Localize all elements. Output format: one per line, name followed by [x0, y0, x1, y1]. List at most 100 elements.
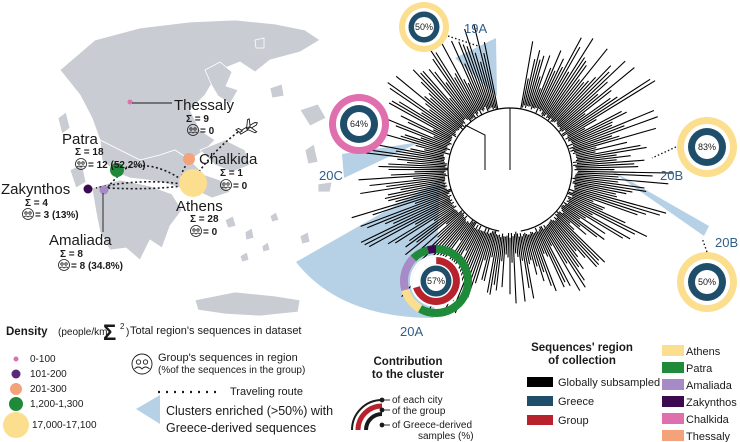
map-chalkidiki [204, 61, 239, 105]
group-icon [187, 124, 199, 136]
amaliada-marker [99, 185, 109, 195]
athens-marker [179, 169, 207, 197]
cluster-19a-label: 19A [464, 21, 487, 36]
city-legend-athens: Athens [686, 346, 721, 358]
map-cyclades-3 [261, 241, 271, 253]
city-swatch-chalkida [662, 413, 684, 424]
contribution-title-1: Contribution [374, 356, 443, 368]
city-labels: Thessaly Σ = 9 = 0 Patra Σ = 18 = 12 (52… [1, 97, 258, 272]
cluster-donuts: 50% 64% 83% 50% [329, 2, 737, 318]
seq-item-group: Group [558, 415, 589, 427]
map-lemnos [269, 83, 285, 99]
ring2-text: of the group [392, 406, 446, 417]
patra-name: Patra [62, 131, 99, 148]
sequence-legend: Sequences' region of collection Globally… [527, 342, 660, 427]
contribution-legend: Contribution to the cluster of each city… [351, 356, 474, 442]
map-lesbos [299, 103, 327, 127]
cluster-20b-lower-label: 20B [715, 235, 738, 250]
city-color-legend: Athens Patra Amaliada Zakynthos Chalkida… [662, 345, 737, 442]
map-cyclades-2 [244, 227, 255, 241]
patra-group: = 12 (52.2%) [88, 160, 146, 171]
ring1-text: of each city [392, 395, 443, 406]
map-cyclades-5 [269, 211, 280, 223]
seq-swatch-global [527, 377, 553, 387]
seq-swatch-group [527, 415, 553, 425]
amaliada-sigma: Σ = 8 [60, 249, 83, 260]
donut-20a: 57% [399, 245, 472, 318]
city-swatch-amaliada [662, 379, 684, 390]
zakynthos-name: Zakynthos [1, 181, 70, 198]
city-swatch-patra [662, 362, 684, 373]
donut-19a-pct: 50% [415, 22, 433, 32]
group-icons [22, 124, 232, 271]
amaliada-name: Amaliada [49, 232, 112, 249]
seq-swatch-greece [527, 396, 553, 406]
chalkida-group: = 0 [233, 181, 248, 192]
density-item-2: 101-200 [30, 369, 67, 380]
group-legend-line2: (%of the sequences in the group) [158, 365, 305, 376]
cluster-labels: 19A 20C 20B 20B 20A [319, 21, 738, 339]
map-euboea [199, 139, 251, 173]
chalkida-name: Chalkida [199, 151, 258, 168]
thessaly-group: = 0 [200, 126, 215, 137]
ring-greece [364, 412, 383, 431]
city-legend-amaliada: Amaliada [686, 380, 733, 392]
map-cyclades-1 [224, 215, 237, 229]
map-cyclades-4 [239, 251, 250, 263]
tree-branches [351, 23, 673, 317]
thessaly-sigma: Σ = 9 [186, 114, 209, 125]
sigma-symbol-icon: Σ [103, 320, 116, 345]
cluster-legend-line1: Clusters enriched (>50%) with [166, 404, 333, 418]
city-legend-zakynthos: Zakynthos [686, 397, 737, 409]
density-unit: (people/km [58, 327, 107, 338]
density-item-5: 17,000-17,100 [32, 420, 97, 431]
chalkida-sigma: Σ = 1 [220, 168, 243, 179]
phylogenetic-tree [351, 23, 673, 317]
density-swatch-1 [13, 356, 19, 362]
map-crete [194, 291, 301, 317]
zakynthos-group: = 3 (13%) [35, 210, 79, 221]
ring-group [355, 403, 383, 431]
zakynthos-sigma: Σ = 4 [25, 198, 48, 209]
wedge-20b-lower [604, 166, 709, 236]
sigma-legend-text: Total region's sequences in dataset [130, 325, 302, 337]
map-thasos [254, 37, 265, 49]
density-swatch-3 [10, 383, 22, 395]
seq-item-global: Globally subsampled [558, 377, 660, 389]
density-legend: Density (people/km 2 ) 0-100 101-200 201… [3, 322, 129, 438]
city-legend-thessaly: Thessaly [686, 431, 731, 442]
map-peloponnese [91, 179, 183, 261]
airplane-icon [235, 118, 258, 135]
city-markers [83, 99, 207, 197]
sequence-title-2: of collection [548, 355, 616, 367]
athens-sigma: Σ = 28 [190, 214, 219, 225]
city-swatch-zakynthos [662, 396, 684, 407]
sequence-title-1: Sequences' region [531, 342, 633, 354]
route-athens-amaliada [107, 185, 183, 190]
patra-sigma: Σ = 18 [75, 147, 104, 158]
density-swatch-2 [11, 369, 21, 379]
map-dodecanese-1 [299, 231, 311, 245]
zakynthos-marker [83, 184, 93, 194]
cluster-legend-wedge [136, 395, 160, 424]
ring3-text: of Greece-derived [392, 420, 472, 431]
amaliada-group: = 8 (34.8%) [71, 261, 123, 272]
group-icon [58, 259, 70, 271]
cluster-20a-label: 20A [400, 324, 423, 339]
map-chios [304, 143, 319, 165]
patra-marker [110, 163, 124, 177]
group-icon [75, 158, 87, 170]
donut-20b-upper-pct: 83% [698, 142, 716, 152]
donut-20b-upper: 83% [677, 117, 737, 177]
density-swatch-5 [3, 412, 29, 438]
city-legend-patra: Patra [686, 363, 713, 375]
density-title: Density [6, 326, 48, 338]
cluster-20b-upper-label: 20B [660, 168, 683, 183]
thessaly-marker [127, 99, 133, 105]
athens-name: Athens [176, 198, 223, 215]
chalkida-marker [183, 153, 195, 165]
donut-leaders [447, 35, 708, 253]
athens-group: = 0 [203, 227, 218, 238]
group-icon [220, 179, 232, 191]
